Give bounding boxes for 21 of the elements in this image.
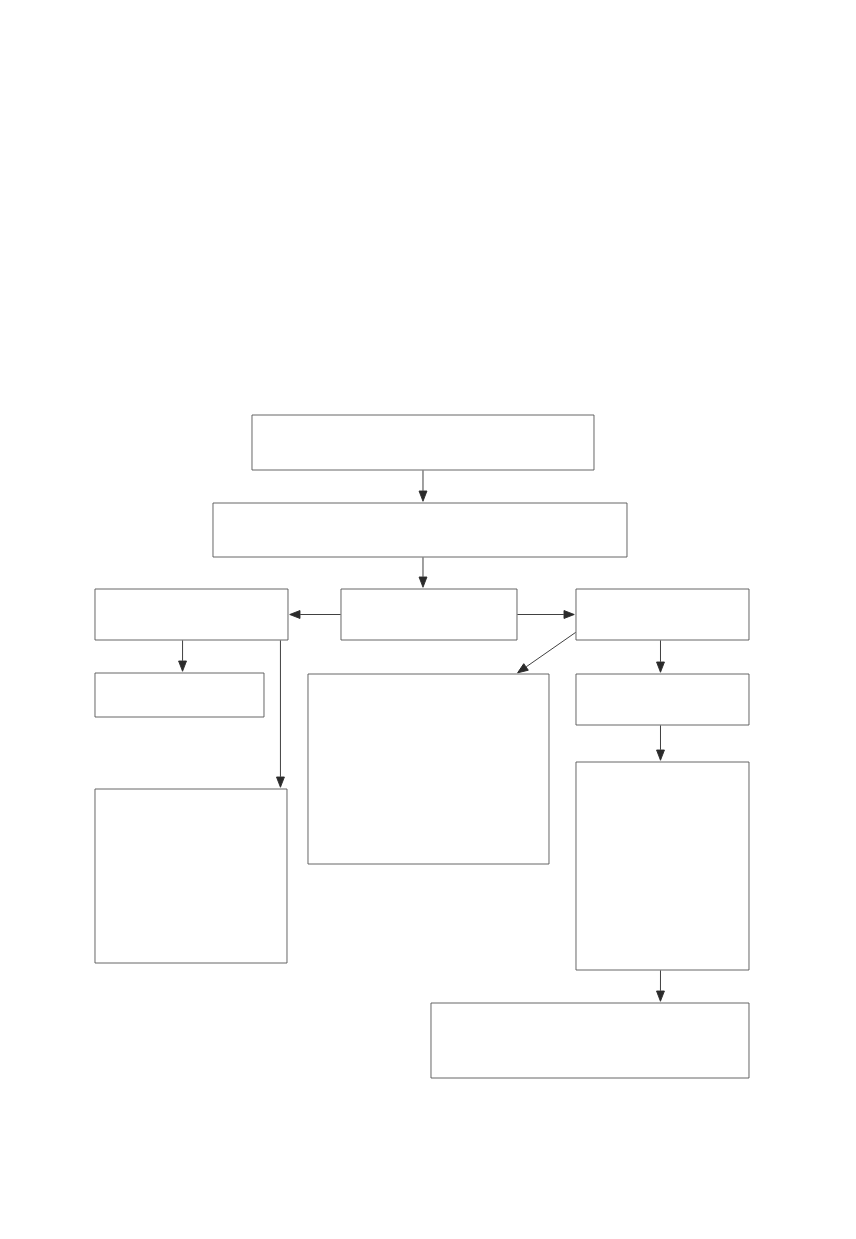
- arrow: [656, 640, 665, 673]
- empty-box: [575, 588, 750, 641]
- empty-box: [430, 1002, 750, 1079]
- arrow: [656, 970, 665, 1002]
- empty-box: [94, 588, 289, 641]
- arrow: [517, 610, 575, 619]
- empty-box: [575, 761, 750, 971]
- empty-box: [575, 673, 750, 726]
- empty-box: [94, 672, 265, 718]
- empty-box: [251, 414, 595, 471]
- empty-box: [340, 588, 518, 641]
- arrow: [289, 610, 341, 619]
- arrow: [178, 640, 187, 672]
- empty-box: [212, 502, 628, 558]
- empty-box: [94, 788, 288, 964]
- arrow: [276, 640, 285, 788]
- arrow: [418, 470, 428, 502]
- arrow: [418, 557, 428, 588]
- arrow: [656, 725, 665, 761]
- empty-box: [307, 673, 550, 865]
- arrow: [517, 632, 576, 674]
